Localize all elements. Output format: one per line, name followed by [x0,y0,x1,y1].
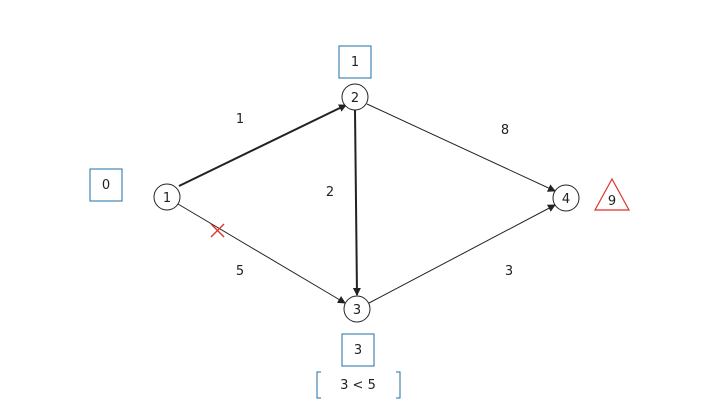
edge-1-2 [178,104,347,187]
distance-box-node-2: 1 [338,45,372,79]
distance-triangle-node-4: 9 [593,177,631,211]
edge-3-4 [368,204,556,304]
distance-value-node-1: 0 [102,178,110,193]
comparison-text: 3 < 5 [340,378,376,393]
distance-value-node-2: 1 [351,55,359,70]
node-4: 4 [552,184,580,212]
distance-box-node-3: 3 [341,333,375,367]
node-2: 2 [341,83,369,111]
edge-weight-2-4: 8 [501,123,509,138]
comparison-note: 3 < 5 [316,371,401,399]
distance-value-node-3: 3 [354,343,362,358]
node-3: 3 [343,295,371,323]
edge-weight-2-3: 2 [326,185,334,200]
edge-weight-1-2: 1 [236,112,244,127]
cross-mark-icon [210,223,225,238]
node-2-label: 2 [351,91,359,106]
node-4-label: 4 [562,192,570,207]
distance-box-node-1: 0 [89,168,123,202]
edge-2-3 [352,109,361,296]
edge-weight-1-3: 5 [236,264,244,279]
node-1-label: 1 [163,191,171,206]
distance-value-node-4: 9 [608,194,616,209]
edge-1-3 [177,203,346,304]
node-1: 1 [153,183,181,211]
node-3-label: 3 [353,303,361,318]
edge-2-4 [366,103,556,192]
edge-weight-3-4: 3 [505,264,513,279]
